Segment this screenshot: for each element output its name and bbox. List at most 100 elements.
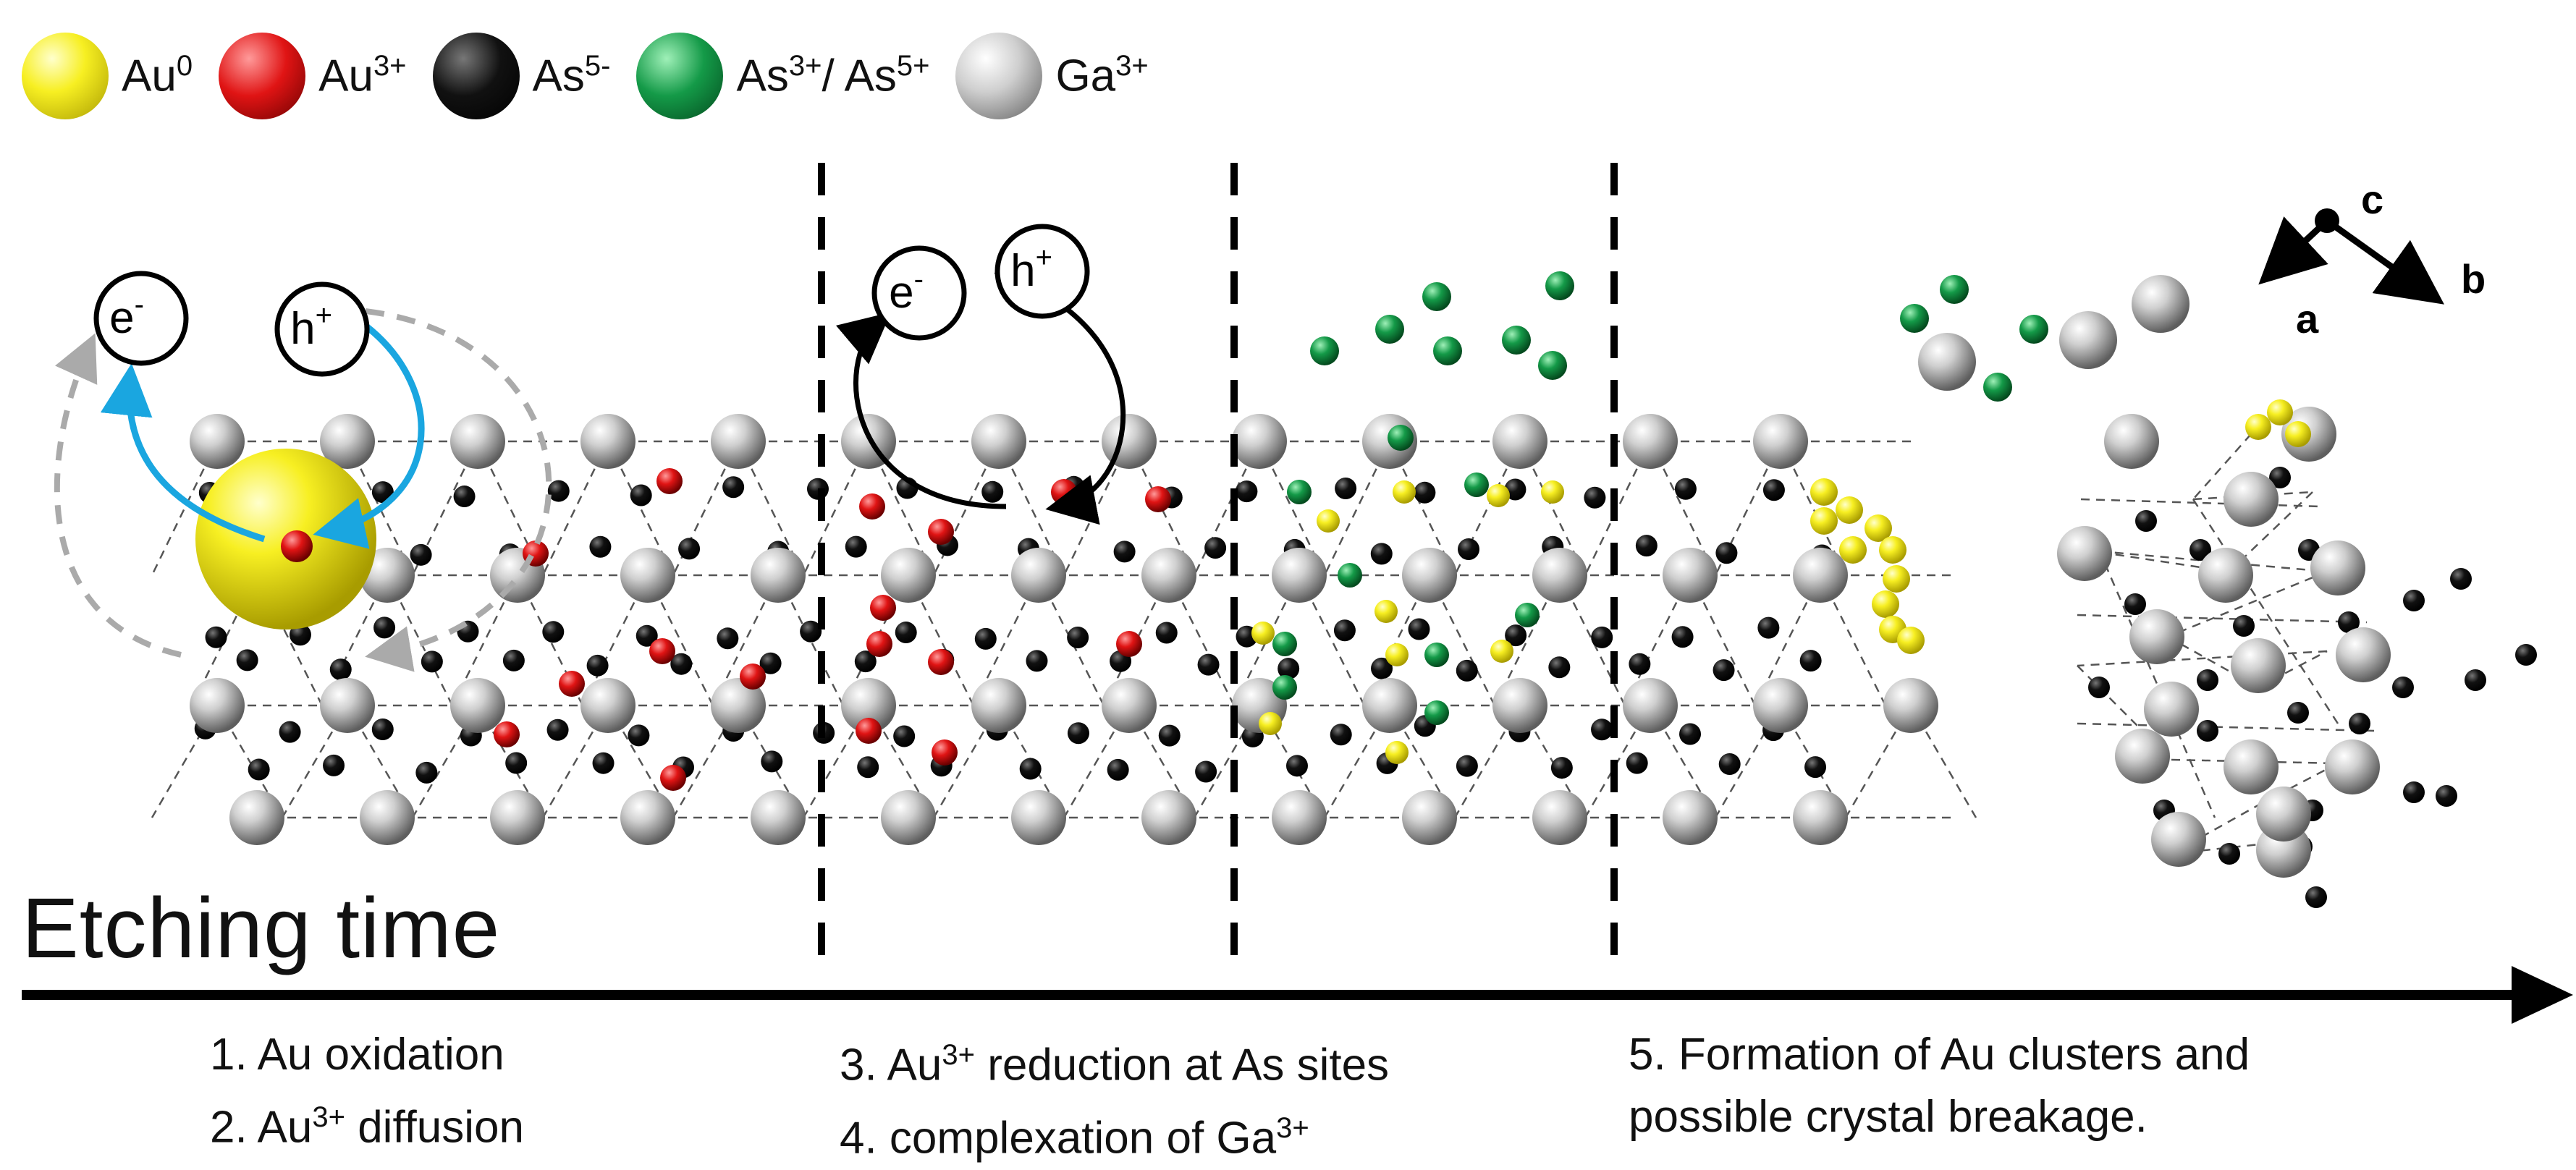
- au-to-electron-arrow: [100, 363, 266, 543]
- as-atom: [1458, 538, 1480, 561]
- as-atom: [854, 650, 877, 673]
- au0-atom: [1839, 536, 1867, 564]
- ga-atom: [1492, 414, 1547, 469]
- as-atom: [1762, 479, 1785, 501]
- ga-atom: [1141, 790, 1196, 845]
- as-atom: [329, 658, 352, 681]
- as35-atom: [1375, 315, 1404, 344]
- as35-atom: [1538, 351, 1567, 380]
- ga3-swatch-icon: [955, 33, 1043, 119]
- carrier-h-stage2: h+: [994, 224, 1090, 319]
- ga-atom: [1272, 790, 1327, 845]
- as-atom: [505, 752, 528, 774]
- au3-atom: [1116, 631, 1142, 657]
- au3-atom: [740, 664, 766, 690]
- ga-atom: [1918, 333, 1976, 391]
- as5-swatch-icon: [432, 33, 520, 119]
- au0-atom: [1883, 565, 1910, 593]
- carrier-e-stage2: e-: [871, 245, 967, 341]
- as-atom: [547, 480, 570, 502]
- svg-text:h+: h+: [1010, 242, 1052, 296]
- ga-atom: [1663, 548, 1718, 603]
- ga-atom: [1793, 548, 1848, 603]
- as-atom: [1679, 723, 1702, 745]
- as-atom: [546, 718, 569, 741]
- as-atom: [857, 756, 879, 779]
- ga-atom: [320, 414, 375, 469]
- au0-atom: [2285, 421, 2311, 447]
- as-atom: [592, 752, 615, 774]
- ga-atom: [2144, 682, 2199, 737]
- crystal-axes: c a b: [2258, 177, 2486, 342]
- au3-atom: [559, 671, 585, 697]
- axis-c-dot: [2315, 208, 2339, 233]
- lattice-bond: [802, 441, 870, 576]
- as-atom: [2465, 669, 2486, 691]
- as-atom: [2403, 781, 2425, 803]
- au0-atom: [1393, 480, 1416, 504]
- au3-atom: [281, 530, 313, 562]
- gray-dashed-cycle-right: [365, 308, 552, 672]
- as-atom: [2450, 568, 2472, 590]
- as-atom: [371, 481, 394, 504]
- as-atom: [1584, 486, 1606, 509]
- au0-atom: [2267, 399, 2293, 425]
- ga-atom: [2336, 627, 2391, 682]
- ga-atom: [2198, 548, 2253, 603]
- as35-atom: [1272, 675, 1297, 700]
- au0-atom: [1541, 480, 1564, 504]
- ga-atom: [190, 678, 245, 733]
- as-atom: [1804, 756, 1827, 779]
- ga-atom: [2104, 414, 2159, 469]
- as-atom: [2349, 713, 2370, 734]
- as-atom: [2197, 669, 2218, 691]
- ga-atom: [1011, 548, 1066, 603]
- as-atom: [248, 758, 270, 781]
- as35-atom: [1464, 472, 1489, 497]
- as-atom: [1757, 616, 1780, 639]
- au0-atom: [1487, 484, 1510, 507]
- as-atom: [410, 543, 432, 566]
- lattice-bond: [2258, 650, 2328, 689]
- as-atom: [586, 654, 609, 677]
- as-atom: [279, 721, 301, 743]
- as-atom: [1204, 537, 1227, 559]
- as-atom: [1629, 653, 1651, 675]
- ga-atom: [2151, 812, 2206, 867]
- stage-dividers: [818, 163, 1618, 977]
- as-atom: [678, 538, 701, 560]
- as-atom: [1155, 622, 1178, 644]
- stage-1-2-labels: 1. Au oxidation 2. Au3+ diffusion: [210, 1024, 524, 1159]
- as-atom: [1799, 650, 1822, 672]
- ga-atom: [2256, 787, 2311, 842]
- as-atom: [1195, 760, 1217, 783]
- ga-atom: [620, 790, 675, 845]
- as-atom: [371, 718, 394, 741]
- ga-atom: [1102, 414, 1157, 469]
- legend: Au0 Au3+ As5- As3+/ As5+ Ga3+: [22, 29, 1175, 123]
- legend-item-as35: As3+/ As5+: [636, 33, 929, 119]
- as-atom: [1333, 619, 1356, 642]
- gray-dashed-cycle-left: [54, 333, 182, 658]
- as-atom: [893, 725, 916, 747]
- ga-atom: [1532, 790, 1587, 845]
- as-atom: [373, 616, 396, 639]
- lattice-bond: [2077, 650, 2328, 667]
- as-atom: [2233, 615, 2255, 637]
- as-atom: [895, 622, 917, 644]
- as-atom: [1550, 757, 1573, 779]
- as-atom: [1158, 724, 1181, 747]
- as-atom: [323, 754, 345, 776]
- as-atom: [800, 620, 822, 643]
- stage-3-label: 3. Au3+ reduction at As sites: [840, 1039, 1390, 1090]
- au3-atom: [656, 468, 683, 494]
- as35-atom: [1940, 275, 1969, 304]
- ga-atom: [1532, 548, 1587, 603]
- as35-atom: [1433, 336, 1462, 365]
- au3-atom: [1145, 486, 1171, 512]
- ga-atom: [1492, 678, 1547, 733]
- as-atom: [1591, 626, 1613, 648]
- as-atom: [1019, 758, 1042, 780]
- ga-atom: [2325, 739, 2380, 794]
- as-atom: [759, 652, 782, 674]
